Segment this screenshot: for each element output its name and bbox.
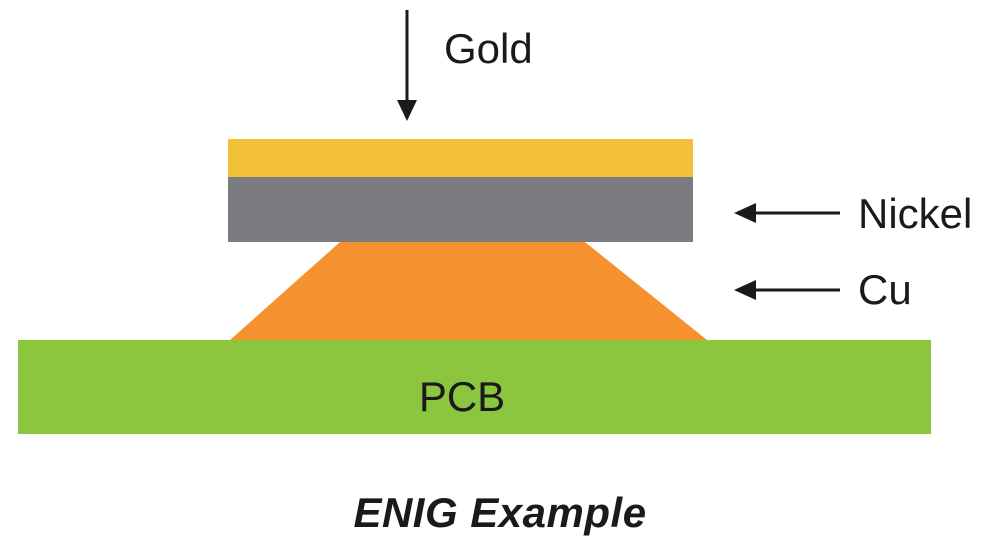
pcb-layer — [18, 340, 931, 434]
arrow-left-icon — [734, 280, 840, 300]
arrow-down-icon — [397, 10, 417, 121]
pcb-label: PCB — [419, 373, 505, 420]
diagram-caption: ENIG Example — [353, 489, 647, 536]
copper-layer — [230, 242, 707, 340]
nickel-label: Nickel — [858, 190, 972, 237]
copper-label: Cu — [858, 266, 912, 313]
gold-layer — [228, 139, 693, 177]
arrow-left-icon — [734, 203, 840, 223]
nickel-layer — [228, 176, 693, 242]
gold-label: Gold — [444, 25, 533, 72]
